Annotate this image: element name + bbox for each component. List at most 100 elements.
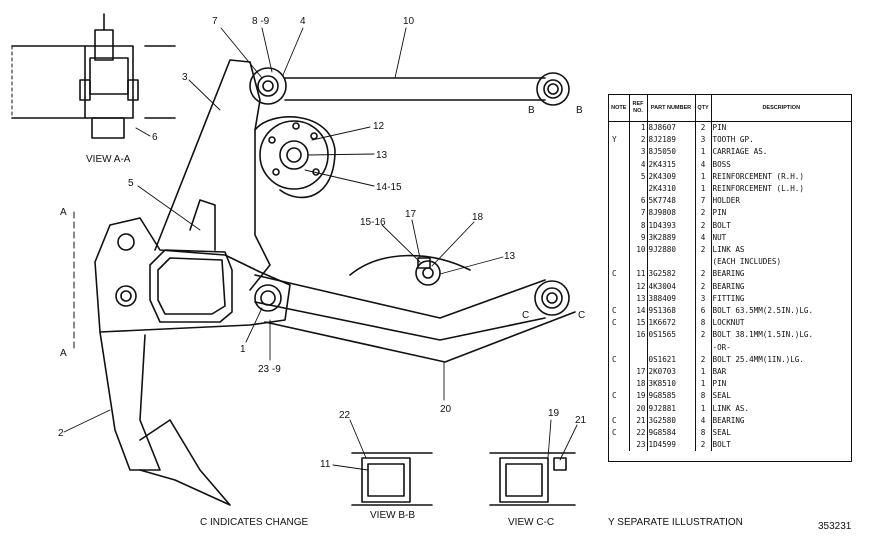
lower-link-20 xyxy=(254,254,576,363)
callout-8-9: 8 -9 xyxy=(252,16,270,27)
cell-desc: BEARING xyxy=(712,415,745,425)
cell-note xyxy=(609,292,630,306)
header-ref: REF NO. xyxy=(629,95,648,122)
cell-note xyxy=(609,170,630,184)
callout-12: 12 xyxy=(373,121,385,132)
callout-1: 1 xyxy=(240,344,246,355)
cell-qty: 2 xyxy=(695,353,712,367)
cell-desc: BOLT 25.4MM(1IN.)LG. xyxy=(712,354,804,364)
cell-part: 9J2881 xyxy=(647,402,696,415)
shank xyxy=(99,331,231,506)
cell-qty: 3 xyxy=(695,292,712,306)
cell-part xyxy=(647,256,696,269)
cell-part xyxy=(647,341,696,354)
cell-qty: 4 xyxy=(695,231,712,245)
cell-ref: 20 xyxy=(629,402,648,415)
cell-ref: 23 xyxy=(629,439,648,452)
callout-11: 11 xyxy=(320,459,331,470)
cell-note: C xyxy=(609,353,630,367)
section-mark-a-top: A xyxy=(60,207,67,218)
upper-link-10 xyxy=(284,72,570,106)
cell-note xyxy=(609,341,630,354)
cell-note: C xyxy=(609,268,630,281)
callout-10: 10 xyxy=(403,16,415,27)
cell-note xyxy=(609,378,630,391)
cell-ref: 11 xyxy=(629,268,648,281)
callout-13-upper: 13 xyxy=(376,150,388,161)
cell-ref: 14 xyxy=(629,305,648,318)
cell-qty: 6 xyxy=(695,305,712,318)
cell-ref xyxy=(629,353,648,367)
section-mark-a-bottom: A xyxy=(60,348,67,359)
cell-note xyxy=(609,183,630,196)
cell-part: 3K8510 xyxy=(647,378,696,391)
carriage-body xyxy=(94,199,291,333)
cell-desc: SEAL xyxy=(712,391,731,401)
cell-desc: BAR xyxy=(712,367,727,377)
cell-desc: HOLDER xyxy=(712,196,740,206)
cell-desc: BOLT 63.5MM(2.5IN.)LG. xyxy=(712,306,814,316)
cell-ref xyxy=(629,341,648,354)
cell-ref: 1 xyxy=(629,121,648,135)
cell-qty: 1 xyxy=(695,170,712,184)
header-part-number: PART NUMBER xyxy=(647,95,696,122)
cell-qty: 2 xyxy=(695,268,712,281)
callout-14-15: 14-15 xyxy=(376,182,402,193)
cell-qty: 8 xyxy=(695,317,712,330)
cell-desc: BEARING xyxy=(712,281,745,291)
cell-desc: LOCKNUT xyxy=(712,318,745,328)
cell-desc: BOSS xyxy=(712,159,731,169)
drawing-number: 353231 xyxy=(818,521,852,532)
cell-qty: 4 xyxy=(695,414,712,428)
cell-qty: 2 xyxy=(695,207,712,220)
leader-lines xyxy=(63,27,578,471)
cell-note xyxy=(609,207,630,220)
callout-7: 7 xyxy=(212,16,218,27)
section-mark-b-left: B xyxy=(528,105,535,116)
cell-note: C xyxy=(609,427,630,440)
cell-qty: 7 xyxy=(695,195,712,208)
cell-qty: 2 xyxy=(695,329,712,342)
cell-part: 5K7748 xyxy=(647,195,696,208)
cell-part: 3G2580 xyxy=(647,414,696,428)
parts-diagram: 7 8 -9 4 10 3 6 5 12 13 14-15 15-16 17 1… xyxy=(11,13,587,528)
callout-13-lower: 13 xyxy=(504,251,516,262)
cell-qty: 4 xyxy=(695,158,712,171)
cell-part: 2K4315 xyxy=(647,158,696,171)
cell-desc: REINFORCEMENT (R.H.) xyxy=(712,171,804,181)
cell-ref: 5 xyxy=(629,170,648,184)
cell-qty: 1 xyxy=(695,366,712,379)
cell-qty xyxy=(695,256,712,269)
section-mark-b-right: B xyxy=(576,105,583,116)
cell-note xyxy=(609,329,630,342)
cell-part: 9S1368 xyxy=(647,305,696,318)
cell-ref: 17 xyxy=(629,366,648,379)
cell-part: 9J2880 xyxy=(647,244,696,257)
section-mark-c-right: C xyxy=(578,310,585,321)
cell-note xyxy=(609,280,630,293)
change-legend: C INDICATES CHANGE xyxy=(200,517,309,528)
cell-part: 3G2582 xyxy=(647,268,696,281)
callout-19: 19 xyxy=(548,408,560,419)
cell-desc: -OR- xyxy=(712,342,731,352)
callout-2: 2 xyxy=(58,428,64,439)
cell-desc: BEARING xyxy=(712,269,745,279)
cell-desc: PIN xyxy=(712,208,727,218)
view-aa-label: VIEW A-A xyxy=(86,154,131,165)
cell-note xyxy=(609,231,630,245)
view-cc-section xyxy=(489,452,576,506)
cell-part: 0S1621 xyxy=(647,353,696,367)
callout-21: 21 xyxy=(575,415,587,426)
cell-part: 2K4309 xyxy=(647,170,696,184)
cell-note xyxy=(609,366,630,379)
cell-part: 388409 xyxy=(647,292,696,306)
